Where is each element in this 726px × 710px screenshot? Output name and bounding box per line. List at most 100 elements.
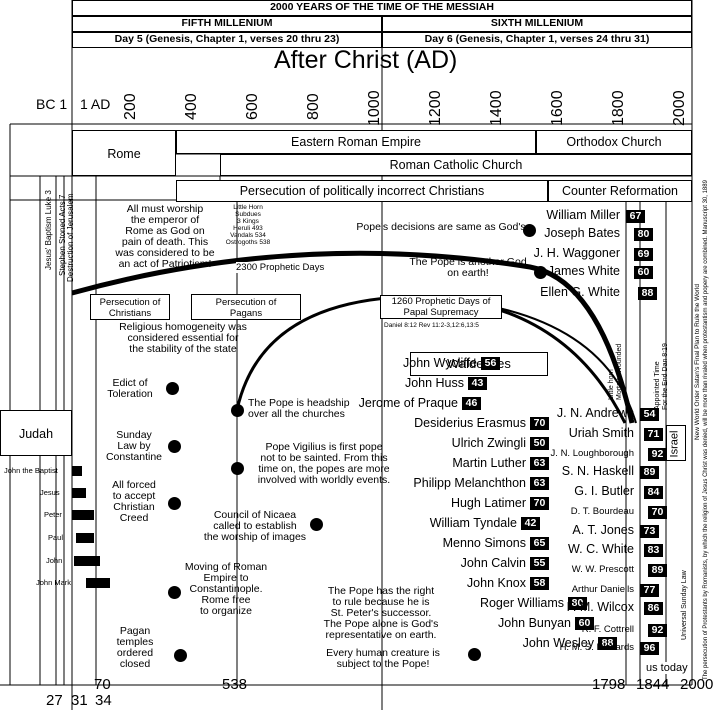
bottom-34: 34 [95,692,112,709]
pioneer-name: Joseph Bates [544,226,620,240]
pioneer-age-badge: 84 [644,486,663,499]
bottom-27: 27 [46,692,63,709]
bar-john [74,556,100,566]
sunday-law-note: Sunday Law by Constantine [105,429,163,463]
reformer-age-badge: 63 [530,457,549,470]
pioneer-age-badge: 92 [648,448,667,461]
kings-label: Little Horn Subdues 3 Kings Heruli 493 V… [225,204,271,246]
bottom-2000: 2000 [680,676,714,693]
reformer-name: John Huss [404,376,464,390]
reformer-name: John Wycliffe [403,356,477,370]
person-paul: Paul [48,533,64,542]
reformer-age-badge: 42 [521,517,540,530]
pioneer-name: J. N. Loughborough [550,448,634,459]
pioneer-name: G. I. Butler [574,484,634,498]
bc-label: BC 1 [36,96,68,112]
pioneer-age-badge: 70 [648,506,667,519]
roman-catholic-band: Roman Catholic Church [220,154,692,176]
pagan-temples-note: Pagan temples ordered closed [116,625,154,670]
appointed-time-note: Appointed Time For the End Dan 8:19 [654,343,669,410]
person-peter: Peter [44,510,62,519]
reformer-name: William Tyndale [429,516,517,530]
chart-title: 2000 YEARS OF THE TIME OF THE MESSIAH [72,0,692,16]
reformer-age-badge: 56 [481,357,500,370]
reformer-name: Hugh Latimer [450,496,526,510]
orthodox-church-band: Orthodox Church [536,130,692,154]
pioneer-name: Arthur Daniells [571,584,634,595]
persecution-pagans-box: Persecution of Pagans [191,294,301,320]
pioneer-name: J. N. Andrews [556,406,634,420]
bottom-70: 70 [94,676,111,693]
moving-empire-note: Moving of Roman Empire to Constantinople… [184,561,268,617]
all-forced-note: All forced to accept Christian Creed [112,479,156,524]
sixth-millennium: SIXTH MILLENIUM [382,16,692,32]
reformer-age-badge: 80 [568,597,587,610]
dot-pope-decisions [523,224,536,237]
reformer-age-badge: 46 [462,397,481,410]
pioneer-name: H. M. S. Richards [559,642,634,653]
pioneer-age-badge: 83 [644,544,663,557]
prophetic-refs: Daniel 8:12 Rev 11:2-3,12:6,13:5 [384,322,479,329]
fifth-millennium: FIFTH MILLENIUM [72,16,382,32]
pioneer-name: W. W. Prescott [571,564,634,575]
dot-pagan-temples [174,649,187,662]
us-today: us today [646,662,688,674]
reformer-name: John Knox [466,576,526,590]
pioneer-name: J. H. Waggoner [533,246,620,260]
new-world-order-note: New World Order Satan's Final Plan to Ru… [694,284,701,440]
reformer-age-badge: 43 [468,377,487,390]
pioneer-name: William Miller [546,208,620,222]
reformer-age-badge: 55 [530,557,549,570]
pioneer-age-badge: 92 [648,624,667,637]
dot-pope-god [534,266,547,279]
pioneer-age-badge: 77 [640,584,659,597]
pioneer-name: Ellen G. White [540,285,620,299]
person-john-mark: John Mark [36,578,72,587]
pioneer-name: Uriah Smith [568,426,634,440]
dot-edict [166,382,179,395]
reformer-age-badge: 60 [575,617,594,630]
pope-god-note: The Pope is another God on earth! [409,256,527,279]
every-creature-note: Every human creature is subject to the P… [326,647,440,670]
dot-sunday-law [168,440,181,453]
pioneer-name: D. T. Bourdeau [570,506,634,517]
pioneer-name: F. M. Wilcox [566,600,634,614]
prophetic-2300: 2300 Prophetic Days [236,262,325,273]
bottom-538: 538 [222,676,248,693]
bar-jesus [72,488,86,498]
pioneer-age-badge: 86 [644,602,663,615]
reformer-name: Jerome of Praque [358,396,458,410]
pioneer-age-badge: 67 [626,210,645,223]
reformer-name: Desiderius Erasmus [414,416,526,430]
bottom-1798: 1798 [592,676,626,693]
judah-box: Judah [0,410,72,456]
dot-nicaea [310,518,323,531]
day-5: Day 5 (Genesis, Chapter 1, verses 20 thr… [72,32,382,48]
reformer-name: Roger Williams [479,596,564,610]
reformer-name: Philipp Melanchthon [413,476,526,490]
dot-every-creature [468,648,481,661]
reformer-name: John Bunyan [498,616,571,630]
dot-pope-headship [231,404,244,417]
reformer-name: John Wesley [522,636,594,650]
emperor-worship-note: All must worship the emperor of Rome as … [115,203,215,270]
pioneer-age-badge: 89 [640,466,659,479]
reformer-age-badge: 88 [598,637,617,650]
pioneer-name: A. T. Jones [572,523,634,537]
reformer-age-badge: 58 [530,577,549,590]
counter-reformation-band: Counter Reformation [548,180,692,202]
pioneer-age-badge: 54 [640,408,659,421]
edict-note: Edict of Toleration [107,377,153,400]
bar-peter [72,510,94,520]
reformer-name: Ulrich Zwingli [451,436,526,450]
pioneer-age-badge: 71 [644,428,663,441]
pioneer-name: R. F. Cottrell [581,624,634,635]
reformer-age-badge: 70 [530,417,549,430]
dot-moving-empire [168,586,181,599]
little-horn-note: Little horn Mortally Wounded [608,343,623,400]
homogeneity-note: Religious homogeneity was considered ess… [119,321,247,355]
reformer-age-badge: 65 [530,537,549,550]
dot-all-forced [168,497,181,510]
ad-label: 1 AD [80,96,111,112]
